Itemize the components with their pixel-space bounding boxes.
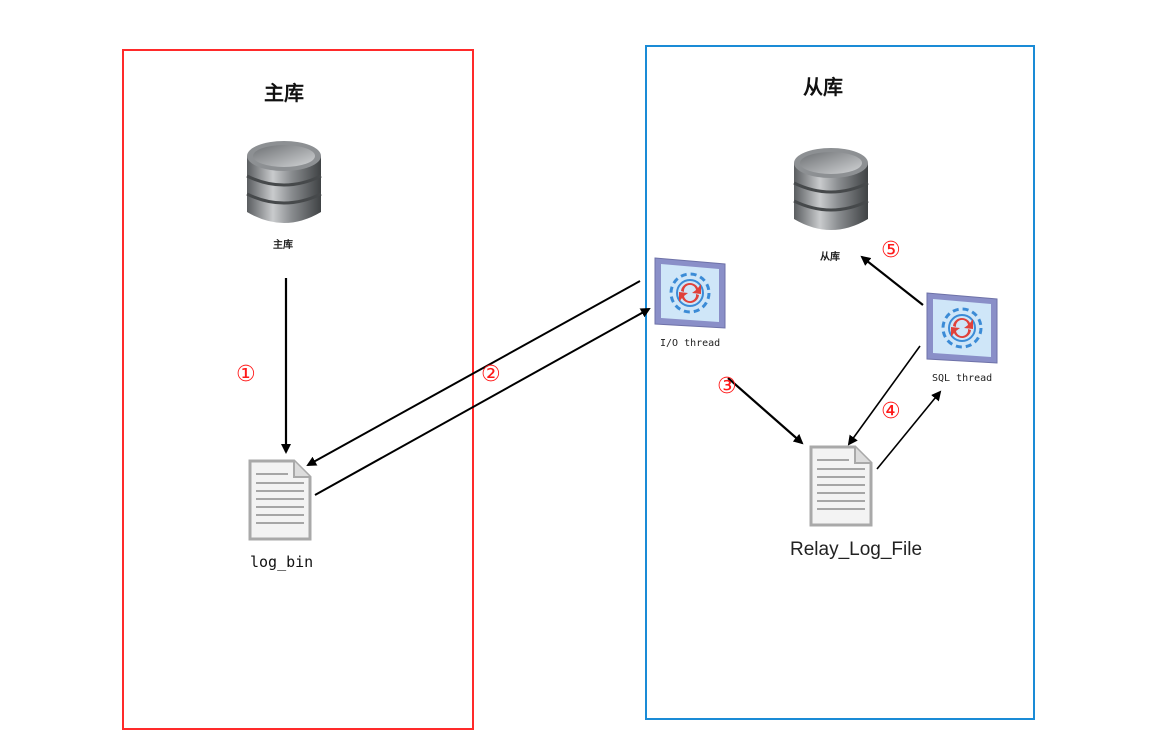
step-3-marker: ③ bbox=[717, 374, 737, 399]
arrow-step4-sql-read-relay bbox=[847, 345, 921, 446]
io-thread-icon bbox=[654, 257, 726, 329]
arrow-step4-relay-to-sql bbox=[876, 390, 942, 470]
master-title: 主库 bbox=[264, 81, 304, 105]
log-bin-label: log_bin bbox=[250, 553, 314, 571]
relay-log-file-icon bbox=[809, 445, 873, 527]
master-database-label: 主库 bbox=[273, 240, 293, 251]
step-2-marker: ② bbox=[481, 362, 501, 387]
step-4-marker: ④ bbox=[881, 399, 901, 424]
io-thread-label: I/O thread bbox=[660, 338, 721, 349]
arrow-step3-io-to-relay bbox=[727, 377, 804, 445]
slave-title: 从库 bbox=[803, 75, 843, 99]
slave-database-label: 从库 bbox=[820, 252, 840, 263]
sql-thread-icon bbox=[926, 292, 998, 364]
arrow-step5-sql-to-db bbox=[860, 255, 924, 306]
slave-database-icon bbox=[793, 148, 869, 230]
slave-container bbox=[645, 45, 1035, 720]
master-database-icon bbox=[246, 141, 322, 223]
arrow-step2-binlog-send bbox=[314, 308, 651, 496]
sql-thread-label: SQL thread bbox=[932, 373, 993, 384]
arrow-step2-io-request bbox=[306, 280, 641, 466]
relay-log-file-label: Relay_Log_File bbox=[790, 539, 923, 560]
log-bin-file-icon bbox=[248, 459, 312, 541]
step-1-marker: ① bbox=[236, 362, 256, 387]
master-container bbox=[122, 49, 474, 730]
step-5-marker: ⑤ bbox=[881, 238, 901, 263]
